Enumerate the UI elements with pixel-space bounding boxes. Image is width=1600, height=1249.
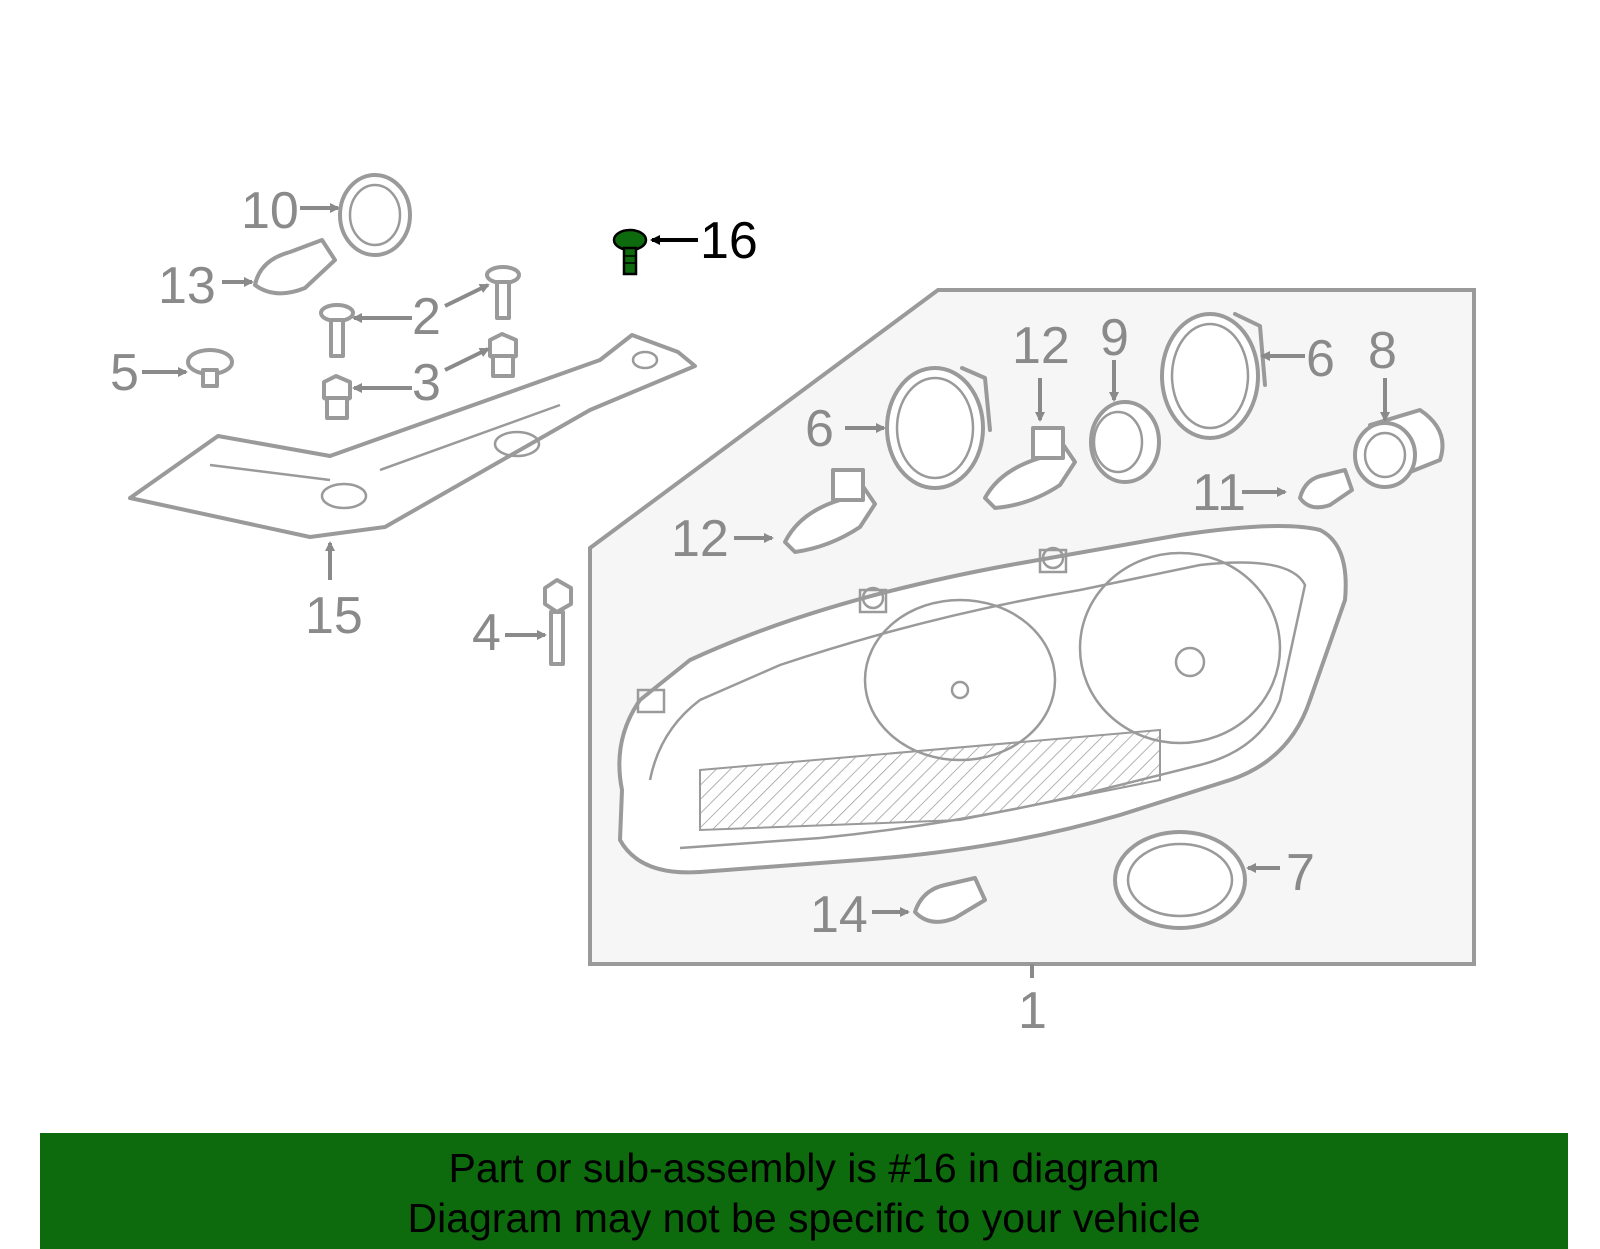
callout-6-left: 6 (805, 400, 834, 458)
info-banner: Part or sub-assembly is #16 in diagram D… (40, 1133, 1568, 1249)
part-12-bulb-upper (983, 426, 1077, 510)
callout-10: 10 (241, 182, 299, 240)
callout-labels: 10 13 2 5 3 15 4 6 12 9 6 8 11 12 7 14 1… (110, 182, 1397, 1040)
part-5-clip (186, 348, 234, 388)
part-3-nuts (322, 332, 518, 420)
callout-6-right: 6 (1306, 330, 1335, 388)
part-13-bulb (253, 238, 337, 296)
banner-line-2: Diagram may not be specific to your vehi… (407, 1195, 1201, 1241)
callout-5: 5 (110, 344, 139, 402)
callout-arrows (142, 203, 1390, 917)
part-11-bulb (1298, 468, 1354, 510)
callout-12-upper: 12 (1012, 317, 1070, 375)
part-10-grommet (338, 173, 412, 257)
callout-8: 8 (1368, 322, 1397, 380)
callout-16-highlighted: 16 (700, 212, 758, 270)
part-12-bulb-lower (783, 468, 877, 554)
callout-14: 14 (810, 886, 868, 944)
part-2-screws (319, 265, 521, 358)
banner-line-1: Part or sub-assembly is #16 in diagram (448, 1145, 1160, 1191)
callout-15: 15 (305, 587, 363, 645)
part-9-socket (1089, 400, 1161, 484)
callout-11: 11 (1192, 464, 1246, 522)
part-14-bulb (913, 876, 987, 924)
callout-2: 2 (412, 288, 441, 346)
part-6-cap-left (885, 366, 992, 490)
callout-7: 7 (1286, 844, 1315, 902)
part-6-cap-right (1160, 312, 1267, 440)
part-4-bolt (543, 578, 573, 666)
part-8-socket (1353, 408, 1445, 489)
callout-4: 4 (472, 604, 501, 662)
callout-3: 3 (412, 354, 441, 412)
callout-9: 9 (1100, 309, 1129, 367)
callout-13: 13 (158, 257, 216, 315)
callout-12-lower: 12 (671, 510, 729, 568)
part-15-bracket (128, 333, 697, 539)
headlamp-housing (617, 524, 1348, 875)
parts-diagram: 10 13 2 5 3 15 4 6 12 9 6 8 11 12 7 14 1… (110, 173, 1476, 1040)
callout-1: 1 (1018, 982, 1047, 1040)
part-7-seal (1113, 830, 1247, 930)
part-16-screw-highlighted[interactable] (612, 228, 648, 276)
